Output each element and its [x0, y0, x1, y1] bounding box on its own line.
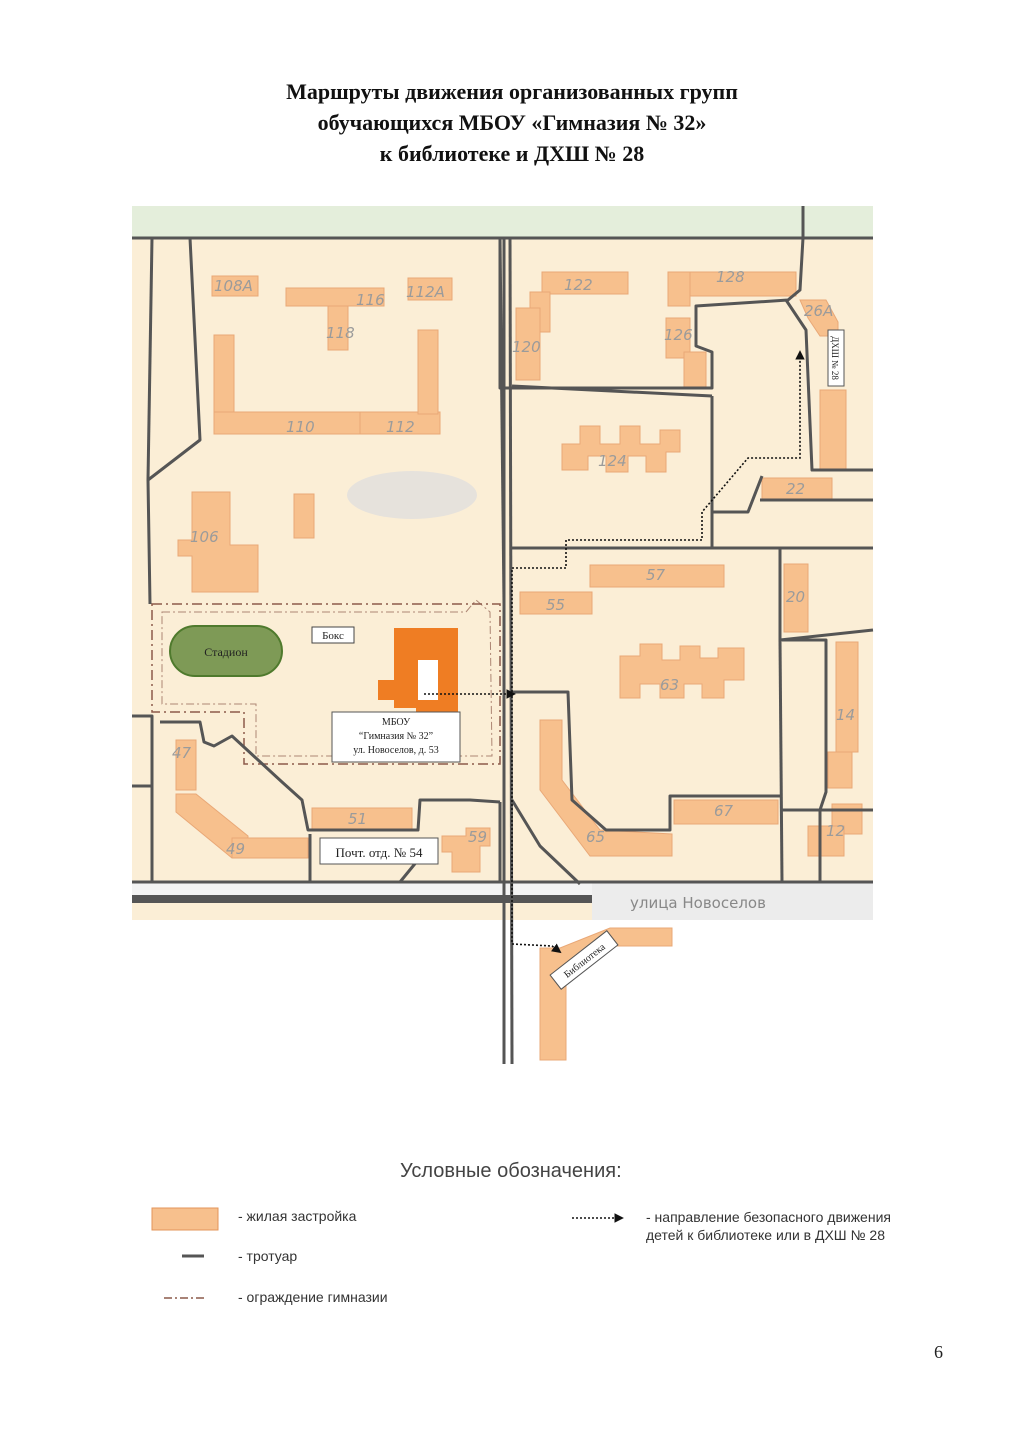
sidewalks: [132, 206, 874, 1065]
building-128-wing: [667, 271, 691, 307]
building-124: [561, 425, 681, 473]
building-59: [441, 827, 491, 873]
title-line-2: обучающихся МБОУ «Гимназия № 32»: [317, 110, 707, 135]
document-title: Маршруты движения организованных групп о…: [0, 76, 1024, 169]
box-label-frame: [311, 626, 355, 644]
building-14-wing: [827, 751, 853, 789]
building-47: [175, 739, 197, 791]
legend-fence: - ограждение гимназии: [238, 1289, 388, 1305]
stadium: [169, 625, 283, 677]
sports-field: [347, 471, 477, 519]
num-118: 118: [326, 324, 355, 342]
school-courtyard: [418, 660, 438, 700]
building-12-wing: [807, 825, 845, 857]
legend-title: Условные обозначения:: [400, 1160, 622, 1182]
num-59: 59: [468, 828, 487, 846]
num-126: 126: [664, 326, 693, 344]
building-art-school: [819, 389, 847, 471]
building-112a: [407, 277, 453, 301]
num-128: 128: [716, 268, 745, 286]
box-label: Бокс: [322, 630, 344, 642]
num-65: 65: [586, 828, 605, 846]
art-school-label: ДХШ № 28: [830, 336, 840, 380]
num-116: 116: [356, 291, 385, 309]
num-57: 57: [646, 566, 666, 584]
building-112: [359, 411, 441, 435]
num-63: 63: [660, 676, 679, 694]
legend-route-line2: детей к библиотеке или в ДХШ № 28: [646, 1227, 885, 1243]
building-106: [177, 491, 259, 593]
title-line-3: к библиотеке и ДХШ № 28: [379, 141, 645, 166]
safe-route: [424, 350, 805, 954]
building-122: [541, 271, 629, 295]
num-106: 106: [190, 528, 219, 546]
building-112-wing: [417, 329, 439, 415]
num-55: 55: [546, 596, 565, 614]
num-22: 22: [786, 480, 805, 498]
school-label-line3: ул. Новоселов, д. 53: [353, 745, 438, 756]
school-label-frame: [331, 711, 461, 763]
num-124: 124: [598, 452, 627, 470]
green-strip-top: [132, 206, 873, 238]
legend-residential: - жилая застройка: [238, 1208, 357, 1224]
legend-sidewalk: - тротуар: [238, 1248, 298, 1264]
num-26a: 26А: [804, 302, 833, 320]
num-110: 110: [286, 418, 315, 436]
num-112a: 112А: [406, 283, 445, 301]
title-line-1: Маршруты движения организованных групп: [286, 79, 738, 104]
num-47: 47: [172, 744, 192, 762]
school-fence-inner: [161, 599, 493, 757]
num-67: 67: [714, 802, 734, 820]
post-office-label: Почт. отд. № 54: [336, 845, 423, 860]
building-numbers: 108А 116 112А 118 110 112 106 122 128 12…: [172, 268, 855, 858]
num-108a: 108А: [214, 277, 253, 295]
building-108a: [211, 275, 259, 297]
art-school-label-frame: [827, 329, 845, 387]
building-120: [515, 307, 541, 381]
building-small: [293, 493, 315, 539]
building-63: [619, 643, 745, 699]
building-65: [539, 719, 673, 857]
street-name: улица Новоселов: [630, 894, 766, 912]
num-51: 51: [348, 810, 367, 828]
num-112: 112: [386, 418, 415, 436]
building-126: [665, 317, 691, 359]
building-118: [327, 305, 349, 351]
building-57: [589, 564, 725, 588]
post-office-frame: [319, 837, 439, 865]
building-20: [783, 563, 809, 633]
school-label-line1: МБОУ: [382, 717, 411, 728]
num-14: 14: [836, 706, 855, 724]
stadium-label: Стадион: [204, 645, 248, 659]
num-122: 122: [564, 276, 593, 294]
building-49: [231, 837, 309, 859]
street-strip: [592, 882, 873, 920]
library-label-frame: [549, 930, 619, 990]
building-67: [673, 799, 779, 825]
building-126-wing: [683, 351, 707, 389]
building-14: [835, 641, 859, 753]
num-20: 20: [786, 588, 805, 606]
num-120: 120: [512, 338, 541, 356]
school-fence: [151, 603, 501, 765]
page-number: 6: [934, 1342, 943, 1362]
building-55: [519, 591, 593, 615]
num-49: 49: [226, 840, 245, 858]
legend-residential-swatch: [151, 1207, 219, 1231]
num-12: 12: [826, 822, 845, 840]
legend-route-line1: - направление безопасного движения: [646, 1209, 891, 1225]
main-road: [132, 895, 592, 903]
school-label-line2: “Гимназия № 32”: [359, 731, 433, 742]
